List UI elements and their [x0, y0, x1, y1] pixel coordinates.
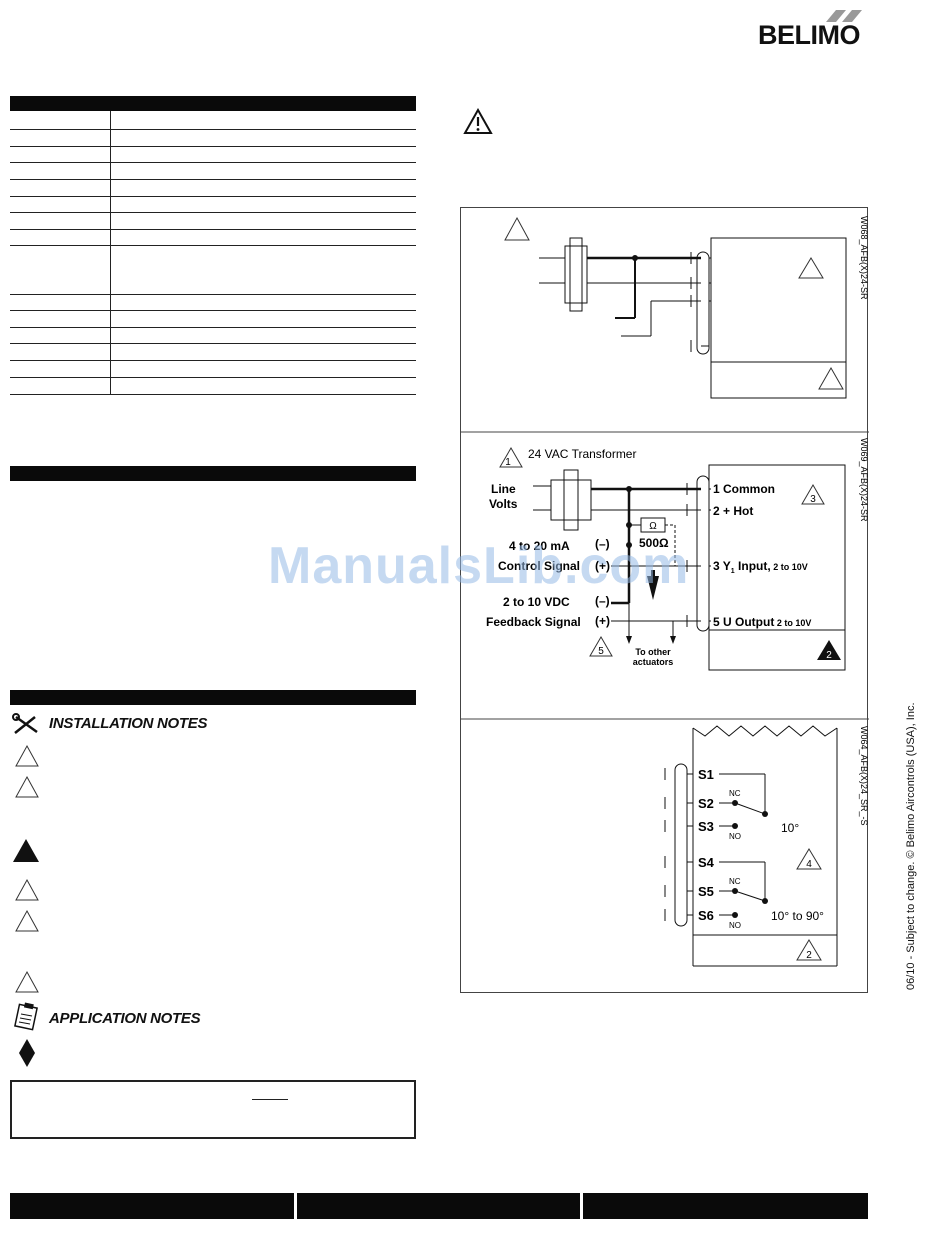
angle-label-2: 10° to 90° [771, 909, 824, 923]
table-row [10, 212, 416, 213]
clipboard-icon [14, 1002, 38, 1031]
control-plus: (+) [595, 559, 610, 573]
table-row [10, 343, 416, 344]
table-row [10, 310, 416, 311]
installation-notes-title: INSTALLATION NOTES [49, 715, 208, 732]
table-row [10, 394, 416, 395]
notice-box [10, 1080, 416, 1139]
application-notes-title: APPLICATION NOTES [49, 1010, 201, 1027]
actuators-label: actuators [633, 657, 674, 667]
to-other-label: To other [635, 647, 671, 657]
spec-table-header [10, 96, 416, 111]
wiring-diagram-1 [504, 216, 847, 399]
logo-stripes-icon [826, 10, 862, 22]
notice-underline [252, 1099, 288, 1100]
no-label: NO [729, 832, 741, 841]
table-row [10, 327, 416, 328]
spec-table-column-divider [110, 111, 111, 394]
tools-icon [12, 713, 38, 734]
diagram3-code: W064_AFB(X)24_SR_-S [859, 726, 869, 826]
resistor-symbol: Ω [649, 521, 657, 532]
switch-s3-label: S3 [698, 819, 714, 834]
note-triangle-icon [15, 878, 39, 901]
callout-2: 2 [806, 950, 812, 961]
nc-label: NC [729, 789, 741, 798]
control-label: Control Signal [498, 559, 580, 573]
table-row [10, 179, 416, 180]
table-row [10, 129, 416, 130]
note-triangle-icon [15, 744, 39, 767]
no-label: NO [729, 921, 741, 930]
note-triangle-icon [15, 909, 39, 932]
transformer-label: 24 VAC Transformer [528, 447, 636, 461]
diagram1-code: W068_AFB(X)24-SR [859, 216, 869, 300]
terminal-5-label: 5 U Output 2 to 10V [713, 615, 811, 629]
switch-s4-label: S4 [698, 855, 715, 870]
diamond-icon [19, 1039, 35, 1067]
footer-bar-left [10, 1193, 294, 1219]
table-row [10, 196, 416, 197]
note-filled-triangle-icon [13, 839, 39, 862]
warning-icon [463, 108, 493, 134]
callout-1: 1 [505, 457, 511, 468]
footer-bar-middle [297, 1193, 580, 1219]
control-minus: (–) [595, 537, 610, 551]
switch-s6-label: S6 [698, 908, 714, 923]
control-range: 4 to 20 mA [509, 539, 570, 553]
wiring-diagram-2: 1 24 VAC Transformer Line Volts Ω 500Ω 4… [486, 447, 846, 671]
section-header-bar [10, 690, 416, 705]
terminal-2-label: 2 + Hot [713, 504, 753, 518]
table-row [10, 294, 416, 295]
wiring-diagram-panel: W068_AFB(X)24-SR 1 24 VAC Transformer Li… [460, 207, 869, 993]
note-triangle-icon [15, 970, 39, 993]
feedback-label: Feedback Signal [486, 615, 581, 629]
side-copyright-text: 06/10 - Subject to change. © Belimo Airc… [905, 702, 917, 990]
feedback-plus: (+) [595, 614, 610, 628]
terminal-3-label: 3 Y1 Input, 2 to 10V [713, 559, 808, 575]
table-row [10, 245, 416, 246]
callout-4: 4 [806, 859, 812, 870]
resistor-value: 500Ω [639, 536, 669, 550]
table-row [10, 162, 416, 163]
callout-5: 5 [598, 646, 604, 657]
wiring-diagram-3: S1 S2 S3 S4 S5 S6 NC NO 10° [664, 725, 838, 967]
switch-s2-label: S2 [698, 796, 714, 811]
nc-label: NC [729, 877, 741, 886]
table-row [10, 360, 416, 361]
belimo-logo: BELIMO [756, 8, 868, 50]
feedback-minus: (–) [595, 594, 610, 608]
volts-label: Volts [489, 497, 518, 511]
table-row [10, 229, 416, 230]
feedback-range: 2 to 10 VDC [503, 595, 570, 609]
section-header-bar [10, 466, 416, 481]
table-row [10, 146, 416, 147]
logo-text: BELIMO [758, 20, 861, 50]
switch-s1-label: S1 [698, 767, 714, 782]
switch-s5-label: S5 [698, 884, 714, 899]
watermark: ManualsLib.com [268, 537, 690, 595]
terminal-1-label: 1 Common [713, 482, 775, 496]
diagram2-code: W069_AFB(X)24-SR [859, 438, 869, 522]
callout-2-filled: 2 [826, 650, 832, 661]
note-triangle-icon [15, 775, 39, 798]
callout-3: 3 [810, 494, 816, 505]
footer-bar-right [583, 1193, 868, 1219]
angle-label-1: 10° [781, 821, 799, 835]
line-label: Line [491, 482, 516, 496]
table-row [10, 377, 416, 378]
